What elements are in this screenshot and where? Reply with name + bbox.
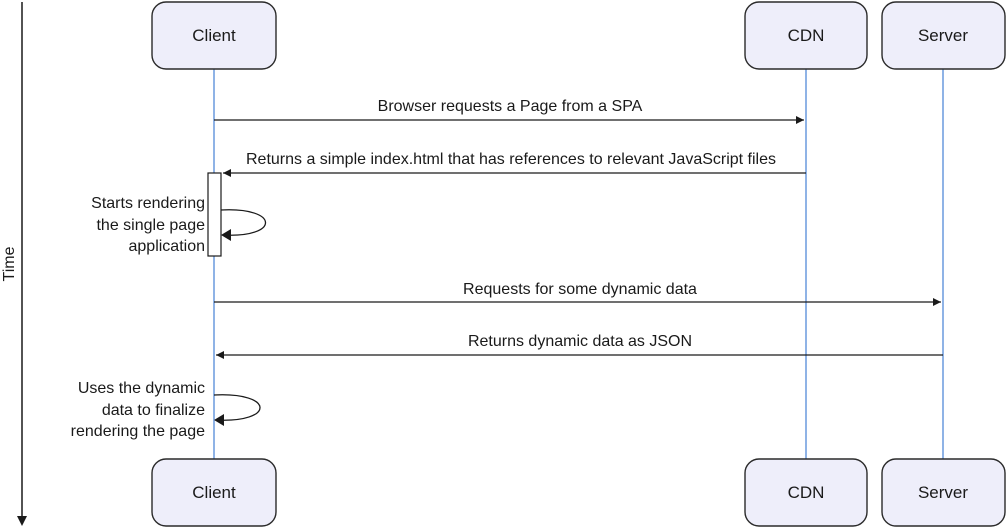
message-label: Returns a simple index.html that has ref…: [246, 151, 776, 168]
self-message-start-rendering: Starts rendering the single page applica…: [91, 195, 266, 255]
server-label: Server: [918, 26, 968, 45]
client-participant-top: Client: [151, 1, 277, 70]
self-message-label-line: Starts rendering: [91, 195, 205, 212]
message-label: Returns dynamic data as JSON: [468, 333, 692, 350]
self-message-label-line: the single page: [96, 217, 205, 234]
self-message-label-line: Uses the dynamic: [78, 380, 205, 397]
self-message-finalize-rendering: Uses the dynamic data to finalize render…: [71, 380, 261, 440]
server-participant-top: Server: [881, 1, 1006, 70]
message-request-dynamic-data: Requests for some dynamic data: [214, 281, 941, 306]
message-browser-request: Browser requests a Page from a SPA: [214, 98, 804, 124]
message-label: Browser requests a Page from a SPA: [378, 98, 643, 115]
client-label: Client: [192, 26, 236, 45]
message-label: Requests for some dynamic data: [463, 281, 697, 298]
cdn-label: CDN: [788, 26, 825, 45]
client-label: Client: [192, 483, 236, 502]
self-message-label-line: data to finalize: [102, 402, 205, 419]
self-message-label-line: rendering the page: [71, 423, 205, 440]
time-axis-arrowhead: [17, 516, 27, 526]
cdn-label: CDN: [788, 483, 825, 502]
message-returns-json: Returns dynamic data as JSON: [216, 333, 943, 359]
server-participant-bottom: Server: [881, 458, 1006, 527]
self-message-label-line: application: [129, 238, 206, 255]
message-returns-index-html: Returns a simple index.html that has ref…: [223, 151, 806, 177]
time-label: Time: [1, 246, 18, 281]
cdn-participant-bottom: CDN: [744, 458, 868, 527]
client-participant-bottom: Client: [151, 458, 277, 527]
cdn-participant-top: CDN: [744, 1, 868, 70]
server-label: Server: [918, 483, 968, 502]
client-activation-bar: [207, 172, 222, 257]
